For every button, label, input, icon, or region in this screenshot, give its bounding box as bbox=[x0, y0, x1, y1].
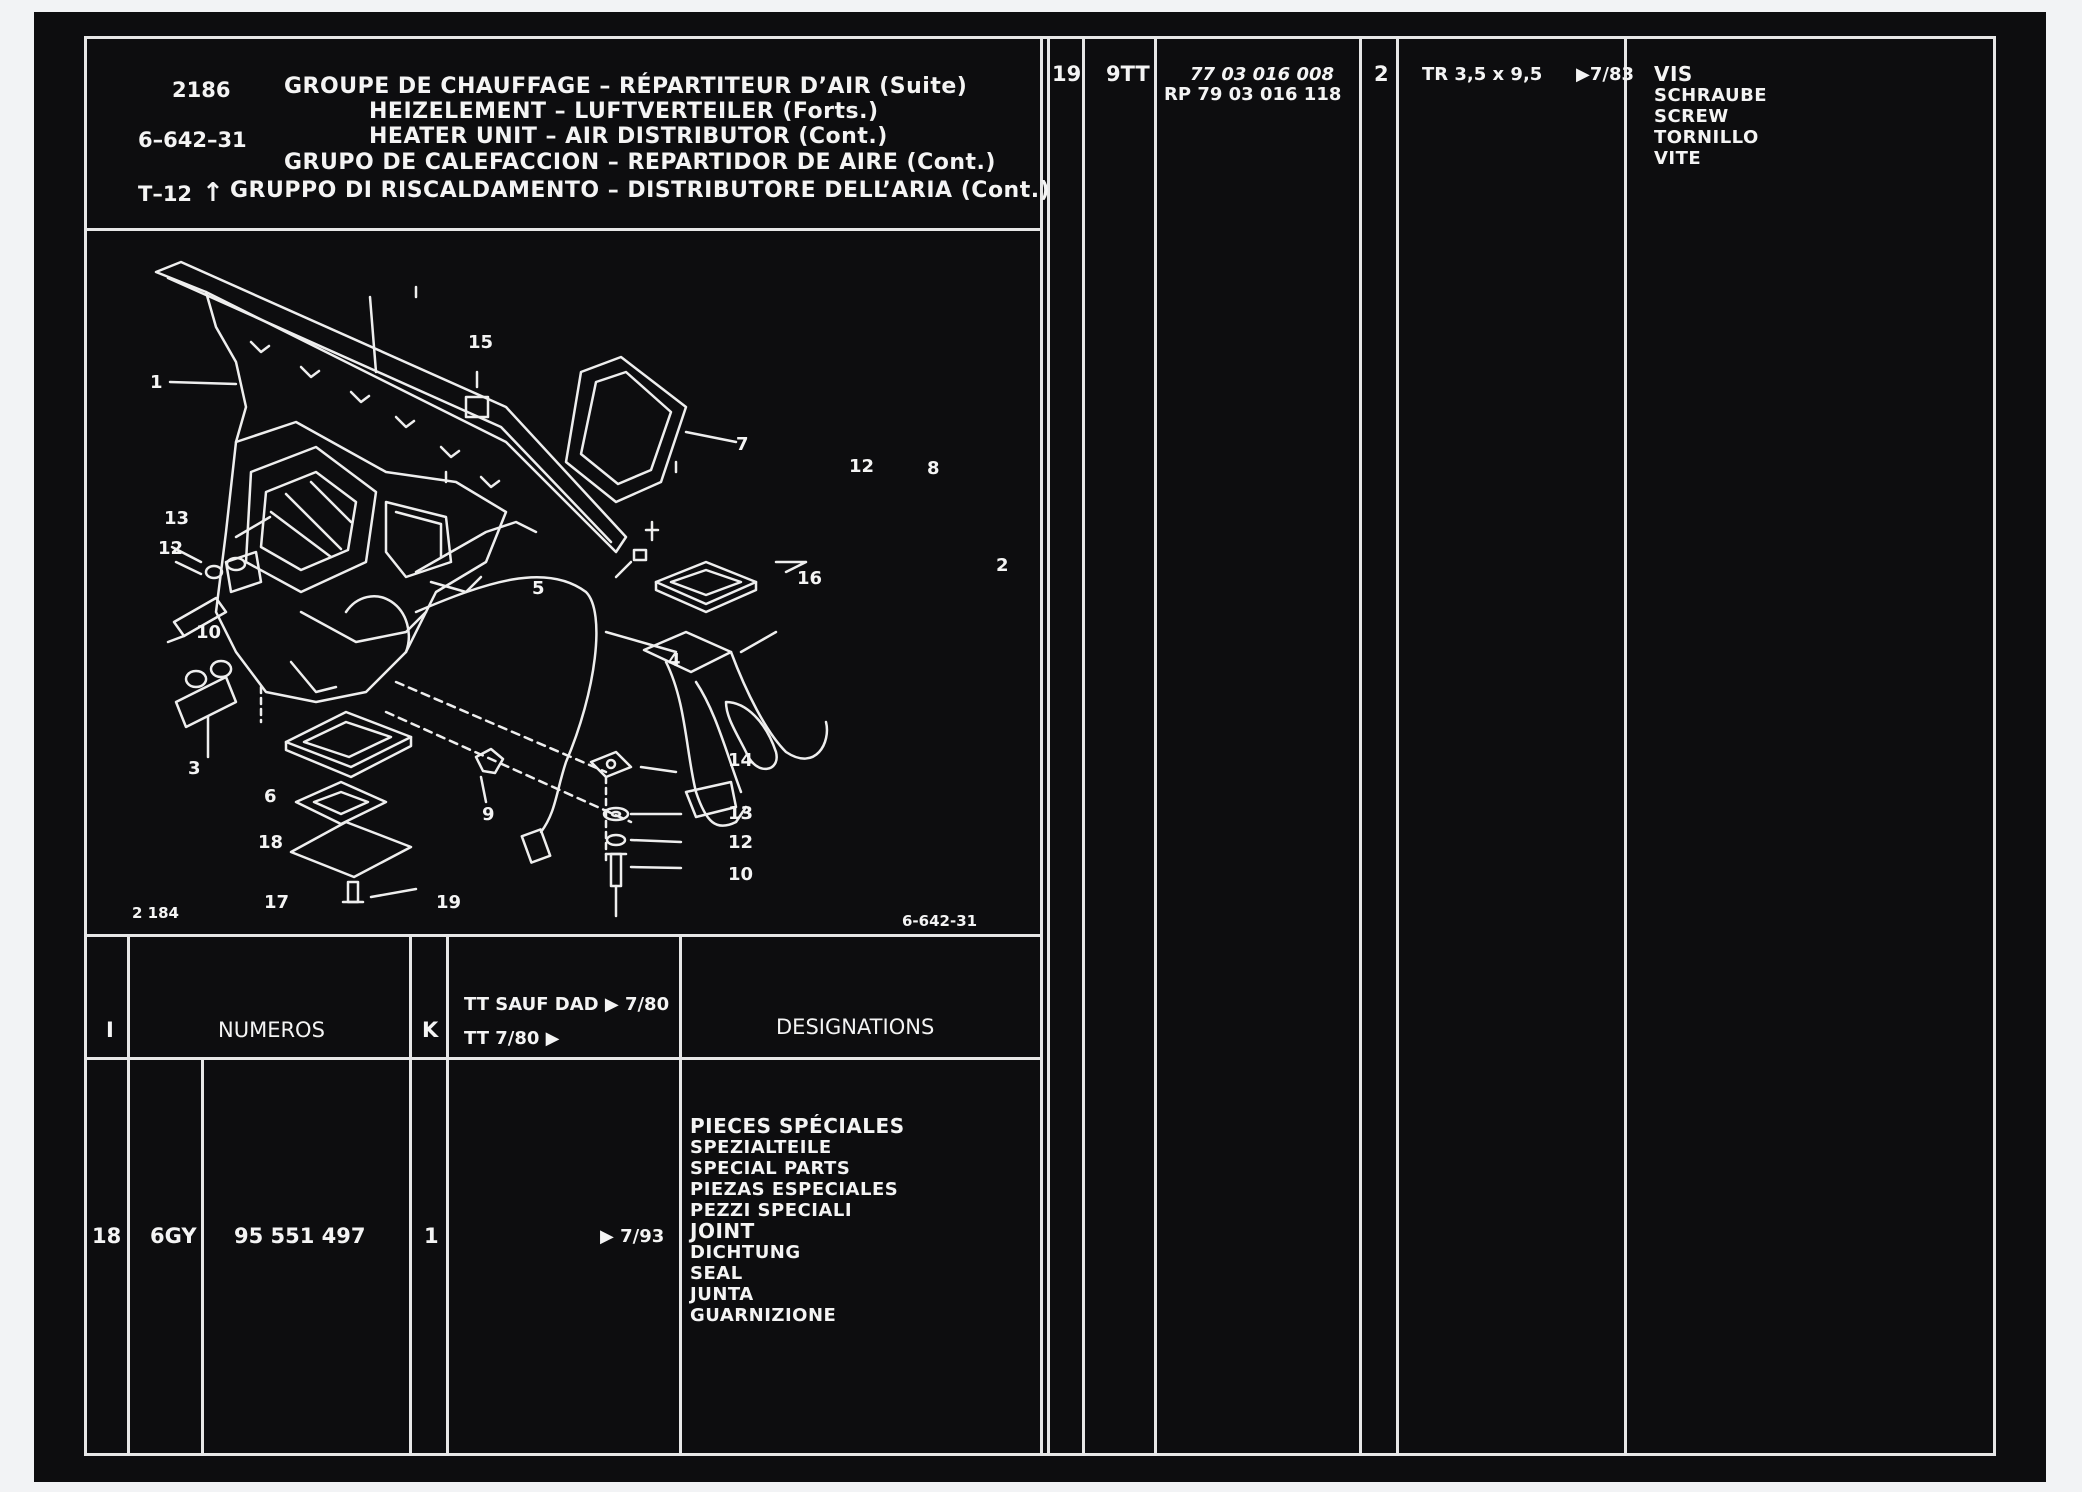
row18-code: 6GY bbox=[150, 1224, 197, 1248]
section-line-it: PEZZI SPECIALI bbox=[690, 1200, 853, 1221]
group-code: 2186 bbox=[172, 78, 231, 102]
ref-code: 6–642–31 bbox=[138, 128, 247, 152]
section-line-en: SPECIAL PARTS bbox=[690, 1158, 851, 1179]
desc-line-fr: JOINT bbox=[690, 1219, 755, 1243]
col-header-i: I bbox=[106, 1018, 114, 1042]
callout-17: 17 bbox=[264, 892, 290, 913]
row19-description: VIS SCHRAUBE SCREW TORNILLO VITE bbox=[1654, 62, 1768, 170]
callout-13-left: 13 bbox=[164, 508, 190, 529]
col-divider-code bbox=[1082, 36, 1085, 1456]
callout-3: 3 bbox=[188, 758, 201, 779]
title-english: HEATER UNIT – AIR DISTRIBUTOR (Cont.) bbox=[369, 124, 888, 149]
desc-line-es: JUNTA bbox=[690, 1284, 754, 1305]
section-line-de: SPEZIALTEILE bbox=[690, 1137, 832, 1158]
table-header-bottom-rule bbox=[84, 1057, 1042, 1060]
col-divider-spec bbox=[1396, 36, 1399, 1456]
row19-desc-es: TORNILLO bbox=[1654, 127, 1759, 148]
callout-1: 1 bbox=[150, 372, 163, 393]
up-arrow-icon: ↑ bbox=[202, 178, 224, 208]
title-italian: GRUPPO DI RISCALDAMENTO – DISTRIBUTORE D… bbox=[230, 178, 1051, 203]
row19-desc-it: VITE bbox=[1654, 148, 1702, 169]
row19-desc-en: SCREW bbox=[1654, 106, 1729, 127]
callout-19: 19 bbox=[436, 892, 462, 913]
diagram-left-code: 2 184 bbox=[132, 904, 179, 922]
exploded-parts-diagram bbox=[154, 260, 829, 918]
col-header-k: K bbox=[422, 1018, 439, 1042]
section-line-fr: PIECES SPÉCIALES bbox=[690, 1114, 905, 1138]
divider-right-panel bbox=[1047, 36, 1050, 1456]
left-col-divider-tt bbox=[679, 934, 682, 1456]
title-french: GROUPE DE CHAUFFAGE – RÉPARTITEUR D’AIR … bbox=[284, 74, 968, 99]
row19-code: 9TT bbox=[1106, 62, 1150, 86]
left-col-divider-i bbox=[127, 934, 130, 1456]
row18-qty: 1 bbox=[424, 1224, 439, 1248]
callout-5: 5 bbox=[532, 578, 545, 599]
col-divider-qty bbox=[1359, 36, 1362, 1456]
col-header-numeros: NUMEROS bbox=[218, 1018, 325, 1042]
callout-2: 2 bbox=[996, 555, 1009, 576]
col-header-tt-line1: TT SAUF DAD ▶ 7/80 bbox=[464, 994, 670, 1015]
callout-13-right: 13 bbox=[728, 803, 754, 824]
callout-9: 9 bbox=[482, 804, 495, 825]
callout-12-right: 12 bbox=[728, 832, 754, 853]
col-header-tt-line2: TT 7/80 ▶ bbox=[464, 1028, 560, 1049]
row18-validity: ▶ 7/93 bbox=[600, 1226, 665, 1247]
callout-6: 6 bbox=[264, 786, 277, 807]
col-header-designations: DESIGNATIONS bbox=[776, 1015, 935, 1039]
col-divider-number bbox=[1154, 36, 1157, 1456]
left-col-divider-k bbox=[446, 934, 449, 1456]
callout-8: 8 bbox=[927, 458, 940, 479]
divider-left-panel bbox=[1040, 36, 1043, 1456]
row19-number-line2: RP 79 03 016 118 bbox=[1164, 84, 1342, 105]
callout-15: 15 bbox=[468, 332, 494, 353]
desc-line-it: GUARNIZIONE bbox=[690, 1305, 837, 1326]
title-spanish: GRUPO DE CALEFACCION – REPARTIDOR DE AIR… bbox=[284, 150, 996, 175]
row18-index: 18 bbox=[92, 1224, 122, 1248]
col-divider-desc bbox=[1624, 36, 1627, 1456]
diagram-right-code: 6-642-31 bbox=[902, 912, 978, 930]
row19-number-line1: 77 03 016 008 bbox=[1190, 64, 1335, 85]
title-german: HEIZELEMENT – LUFTVERTEILER (Forts.) bbox=[369, 99, 879, 124]
callout-14: 14 bbox=[728, 750, 754, 771]
row18-section: PIECES SPÉCIALES SPEZIALTEILE SPECIAL PA… bbox=[690, 1114, 905, 1327]
section-line-es: PIEZAS ESPECIALES bbox=[690, 1179, 899, 1200]
row19-desc-de: SCHRAUBE bbox=[1654, 85, 1768, 106]
left-col-divider-numeros bbox=[409, 934, 412, 1456]
callout-10-right: 10 bbox=[728, 864, 754, 885]
callout-16: 16 bbox=[797, 568, 823, 589]
callout-12-left: 12 bbox=[158, 538, 184, 559]
callout-11: 12 bbox=[849, 456, 875, 477]
desc-line-en: SEAL bbox=[690, 1263, 743, 1284]
row19-desc-fr: VIS bbox=[1654, 62, 1693, 86]
callout-18: 18 bbox=[258, 832, 284, 853]
desc-line-de: DICHTUNG bbox=[690, 1242, 801, 1263]
header-bottom-rule bbox=[84, 228, 1042, 231]
callout-7: 7 bbox=[736, 434, 749, 455]
tool-code: T–12 bbox=[138, 182, 193, 206]
diagram-bottom-rule bbox=[84, 934, 1042, 937]
row19-qty: 2 bbox=[1374, 62, 1389, 86]
row19-index: 19 bbox=[1052, 62, 1082, 86]
row19-spec: TR 3,5 x 9,5 bbox=[1422, 64, 1543, 85]
row19-validity: ▶7/83 bbox=[1576, 64, 1634, 85]
parts-catalog-sheet: 2186 6–642–31 T–12 ↑ GROUPE DE CHAUFFAGE… bbox=[34, 12, 2046, 1482]
callout-10-left: 10 bbox=[196, 622, 222, 643]
row18-number: 95 551 497 bbox=[234, 1224, 366, 1248]
left-col-divider-code bbox=[201, 1057, 204, 1456]
callout-4: 4 bbox=[668, 650, 681, 671]
